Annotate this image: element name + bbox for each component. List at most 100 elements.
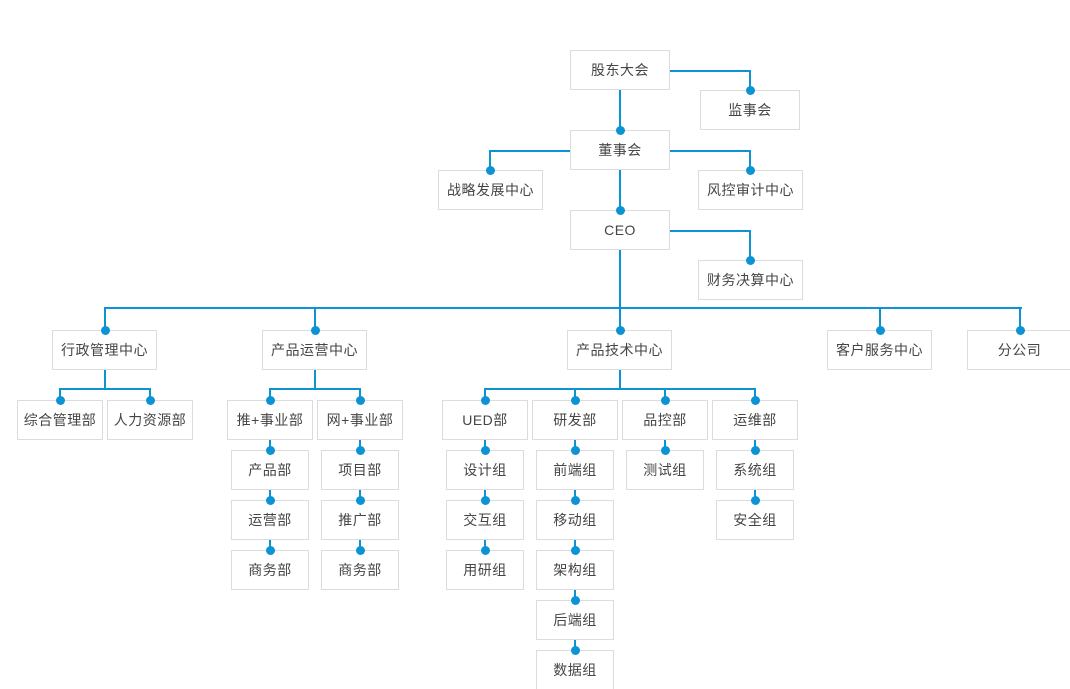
connector-bus-to-product-tech-v xyxy=(619,307,621,330)
node-rd-dept[interactable]: 研发部 xyxy=(532,400,618,440)
connector-dot-security-group xyxy=(751,496,760,505)
node-qa-dept[interactable]: 品控部 xyxy=(622,400,708,440)
node-security-group[interactable]: 安全组 xyxy=(716,500,794,540)
connector-admin-to-hr-v xyxy=(149,388,151,400)
connector-dot-supervisors xyxy=(746,86,755,95)
node-architecture-group[interactable]: 架构组 xyxy=(536,550,614,590)
connector-dot-frontend-group xyxy=(571,446,580,455)
connector-dot-admin-center xyxy=(101,326,110,335)
connector-backend-to-data-v xyxy=(574,640,576,650)
node-board-of-directors[interactable]: 董事会 xyxy=(570,130,670,170)
connector-board-to-strategy-v xyxy=(489,150,491,170)
connector-dot-system-group xyxy=(751,446,760,455)
connector-opsdept-to-system-v xyxy=(754,440,756,450)
connector-dot-general-admin-dept xyxy=(56,396,65,405)
connector-board-to-ceo-v xyxy=(619,170,621,210)
connector-dot-product-dept xyxy=(266,446,275,455)
node-design-group[interactable]: 设计组 xyxy=(446,450,524,490)
connector-dot-ceo xyxy=(616,206,625,215)
connector-dot-product-ops-center xyxy=(311,326,320,335)
connector-tech-to-ued-v xyxy=(484,388,486,400)
node-ops-dept[interactable]: 运维部 xyxy=(712,400,798,440)
connector-shareholders-to-supervisors-v xyxy=(749,70,751,90)
connector-system-to-security-v xyxy=(754,490,756,500)
node-wang-business-unit[interactable]: 网+事业部 xyxy=(317,400,403,440)
connector-qa-to-test-v xyxy=(664,440,666,450)
connector-dot-risk-audit-center xyxy=(746,166,755,175)
connector-tech-to-rd-v xyxy=(574,388,576,400)
connector-dot-data-group xyxy=(571,646,580,655)
node-ceo[interactable]: CEO xyxy=(570,210,670,250)
node-business-dept-2[interactable]: 商务部 xyxy=(321,550,399,590)
connector-product-tech-down-v xyxy=(619,370,621,388)
connector-bus-to-product-ops-v xyxy=(314,307,316,330)
connector-frontend-to-mobile-v xyxy=(574,490,576,500)
node-test-group[interactable]: 测试组 xyxy=(626,450,704,490)
node-project-dept[interactable]: 项目部 xyxy=(321,450,399,490)
node-finance-center[interactable]: 财务决算中心 xyxy=(698,260,803,300)
connector-project-to-promotion-v xyxy=(359,490,361,500)
node-ued-dept[interactable]: UED部 xyxy=(442,400,528,440)
connector-board-to-risk-v xyxy=(749,150,751,170)
connector-dot-qa-dept xyxy=(661,396,670,405)
node-admin-center[interactable]: 行政管理中心 xyxy=(52,330,157,370)
node-backend-group[interactable]: 后端组 xyxy=(536,600,614,640)
connector-dot-ued-dept xyxy=(481,396,490,405)
connector-dot-finance-center xyxy=(746,256,755,265)
connector-dot-interaction-group xyxy=(481,496,490,505)
connector-rd-to-frontend-v xyxy=(574,440,576,450)
connector-dot-mobile-group xyxy=(571,496,580,505)
connector-level4-bus xyxy=(105,307,1022,309)
connector-promotion-to-business2-v xyxy=(359,540,361,550)
connector-dot-ops-dept xyxy=(751,396,760,405)
node-product-ops-center[interactable]: 产品运营中心 xyxy=(262,330,367,370)
node-user-research-group[interactable]: 用研组 xyxy=(446,550,524,590)
connector-product-ops-children-bus xyxy=(269,388,361,390)
node-operations-dept[interactable]: 运营部 xyxy=(231,500,309,540)
node-data-group[interactable]: 数据组 xyxy=(536,650,614,689)
connector-tech-to-ops-dept-v xyxy=(754,388,756,400)
node-promotion-dept[interactable]: 推广部 xyxy=(321,500,399,540)
connector-bus-to-branch-v xyxy=(1019,307,1021,330)
node-product-tech-center[interactable]: 产品技术中心 xyxy=(567,330,672,370)
node-product-dept[interactable]: 产品部 xyxy=(231,450,309,490)
node-frontend-group[interactable]: 前端组 xyxy=(536,450,614,490)
connector-dot-board-of-directors xyxy=(616,126,625,135)
node-business-dept-1[interactable]: 商务部 xyxy=(231,550,309,590)
node-general-admin-dept[interactable]: 综合管理部 xyxy=(17,400,103,440)
connector-dot-promotion-dept xyxy=(356,496,365,505)
connector-ops-to-business1-v xyxy=(269,540,271,550)
connector-ops-to-wang-v xyxy=(359,388,361,400)
node-strategy-center[interactable]: 战略发展中心 xyxy=(438,170,543,210)
node-branch-company[interactable]: 分公司 xyxy=(967,330,1070,370)
node-system-group[interactable]: 系统组 xyxy=(716,450,794,490)
connector-board-to-strategy-h xyxy=(489,150,570,152)
node-hr-dept[interactable]: 人力资源部 xyxy=(107,400,193,440)
connector-admin-children-bus xyxy=(59,388,151,390)
connector-dot-customer-service-center xyxy=(876,326,885,335)
connector-bus-to-customer-service-v xyxy=(879,307,881,330)
node-board-of-supervisors[interactable]: 监事会 xyxy=(700,90,800,130)
node-shareholders-meeting[interactable]: 股东大会 xyxy=(570,50,670,90)
connector-ceo-to-bus-v xyxy=(619,250,621,307)
node-interaction-group[interactable]: 交互组 xyxy=(446,500,524,540)
node-customer-service-center[interactable]: 客户服务中心 xyxy=(827,330,932,370)
connector-board-to-risk-h xyxy=(670,150,750,152)
connector-interaction-to-research-v xyxy=(484,540,486,550)
node-risk-audit-center[interactable]: 风控审计中心 xyxy=(698,170,803,210)
connector-dot-wang-business-unit xyxy=(356,396,365,405)
node-tui-business-unit[interactable]: 推+事业部 xyxy=(227,400,313,440)
connector-tech-to-qa-v xyxy=(664,388,666,400)
connector-dot-tui-business-unit xyxy=(266,396,275,405)
connector-dot-strategy-center xyxy=(486,166,495,175)
connector-dot-test-group xyxy=(661,446,670,455)
connector-dot-operations-dept xyxy=(266,496,275,505)
connector-dot-product-tech-center xyxy=(616,326,625,335)
node-mobile-group[interactable]: 移动组 xyxy=(536,500,614,540)
connector-dot-hr-dept xyxy=(146,396,155,405)
connector-shareholders-to-board-v xyxy=(619,90,621,130)
connector-dot-architecture-group xyxy=(571,546,580,555)
connector-design-to-interaction-v xyxy=(484,490,486,500)
connector-dot-business-dept-1 xyxy=(266,546,275,555)
